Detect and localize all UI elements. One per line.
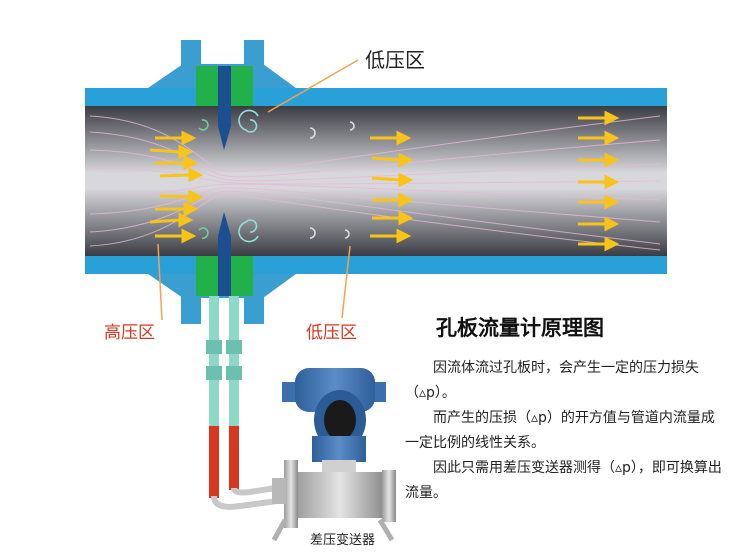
flange-top [148, 40, 296, 106]
pipe-wall-top [85, 88, 667, 106]
pipe-wall-bottom [85, 256, 667, 274]
flow-lines [89, 115, 661, 251]
label-low-pressure-top: 低压区 [365, 48, 425, 72]
label-device: 差压变送器 [310, 533, 376, 548]
leader-lines [157, 59, 359, 321]
eddies [198, 109, 355, 243]
orifice-plate [218, 66, 231, 296]
flow-arrows-right [578, 110, 620, 252]
description-line-1: 因流体流过孔板时，会产生一定的压力损失（▵p）。 [405, 360, 699, 401]
flow-arrows-left [149, 130, 204, 244]
flow-arrows-middle [370, 130, 414, 244]
differential-pressure-transmitter [271, 368, 396, 542]
description-line-2: 而产生的压损（▵p）的开方值与管道内流量成一定比例的线性关系。 [405, 410, 715, 451]
label-low-pressure-bottom: 低压区 [306, 323, 357, 343]
description-line-3: 因此只需用差压变送器测得（▵p），即可换算出流量。 [405, 460, 722, 501]
label-high-pressure: 高压区 [104, 323, 155, 343]
impulse-tubes [206, 296, 301, 510]
description: 因流体流过孔板时，会产生一定的压力损失（▵p）。 而产生的压损（▵p）的开方值与… [405, 356, 725, 506]
flange-bottom [148, 256, 296, 324]
diagram-title: 孔板流量计原理图 [436, 316, 604, 340]
